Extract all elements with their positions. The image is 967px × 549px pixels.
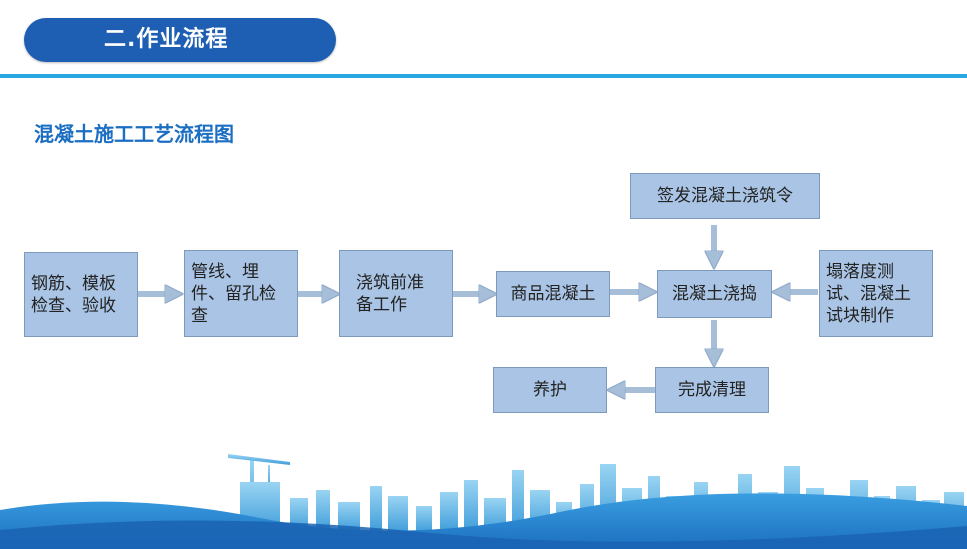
diagram-title: 混凝土施工工艺流程图 — [34, 122, 234, 146]
node-curing: 养护 — [493, 367, 607, 413]
node-pour-order: 签发混凝土浇筑令 — [630, 173, 820, 219]
node-commercial-concrete: 商品混凝土 — [496, 271, 610, 317]
section-header-pill: 二.作业流程 — [24, 18, 336, 62]
header-divider — [0, 74, 967, 78]
node-rebar-formwork-check: 钢筋、模板检查、验收 — [24, 252, 138, 337]
node-pre-pour-prep: 浇筑前准备工作 — [339, 250, 453, 337]
crane-hook — [268, 465, 270, 490]
node-cleanup: 完成清理 — [655, 367, 769, 413]
node-slump-test: 塌落度测试、混凝土试块制作 — [819, 250, 933, 337]
node-pipe-embed-check: 管线、埋件、留孔检查 — [184, 250, 298, 337]
node-concrete-pouring: 混凝土浇捣 — [657, 270, 772, 318]
section-title: 二.作业流程 — [104, 27, 229, 52]
crane-jib — [228, 454, 290, 465]
city-skyline-decoration — [0, 454, 967, 549]
